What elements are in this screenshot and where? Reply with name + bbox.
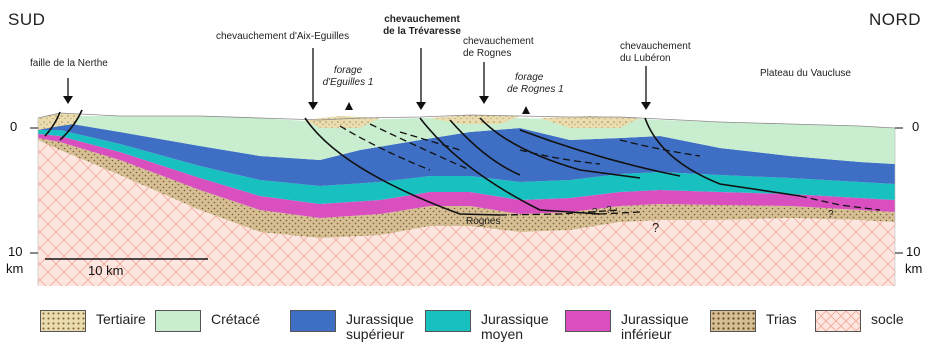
label-trevaresse-2: de la Trévaresse: [370, 26, 474, 38]
arrowhead-trevaresse: [416, 102, 426, 110]
label-trevaresse-1: chevauchement: [370, 14, 474, 26]
legend-label-trias: Trias: [766, 312, 797, 327]
legend-label-cretace: Crétacé: [211, 312, 260, 327]
arrowhead-rognes: [479, 96, 489, 104]
label-luberon-2: du Lubéron: [620, 53, 671, 65]
legend-item-socle: socle: [815, 308, 925, 334]
legend-item-tertiaire: Tertiaire: [40, 308, 160, 334]
depth-left-0: 0: [10, 119, 17, 134]
legend-item-jurassique-moyen: Jurassique moyen: [425, 308, 555, 334]
question-mark-4: ?: [652, 222, 659, 234]
label-forage-eguilles-2: d'Eguilles 1: [315, 77, 381, 89]
label-forage-eguilles-1: forage: [320, 65, 376, 77]
legend-swatch-tertiaire: [40, 310, 86, 332]
legend-item-jurassique-superieur: Jurassique supérieur: [290, 308, 420, 334]
question-mark-2: ?: [606, 205, 612, 217]
question-mark-3: ?: [828, 209, 834, 221]
legend-label-jurassique-moyen: Jurassique moyen: [481, 312, 561, 342]
borehole-eguilles-icon: [345, 102, 353, 110]
depth-right-0: 0: [912, 119, 919, 134]
legend-swatch-jurassique-superieur: [290, 310, 336, 332]
label-luberon-1: chevauchement: [620, 41, 691, 53]
legend-label-jurassique-superieur: Jurassique supérieur: [346, 312, 426, 342]
label-forage-rognes-1: forage: [515, 72, 543, 84]
label-plateau-vaucluse: Plateau du Vaucluse: [760, 68, 851, 80]
depth-left-unit: km: [6, 261, 23, 276]
label-forage-rognes-2: de Rognes 1: [507, 84, 564, 96]
arrowhead-aix: [308, 102, 318, 110]
direction-north: NORD: [869, 10, 921, 30]
borehole-rognes-icon: [522, 106, 530, 114]
legend-item-cretace: Crétacé: [155, 308, 275, 334]
arrowhead-luberon: [641, 102, 651, 110]
legend-item-trias: Trias: [710, 308, 810, 334]
depth-right-10: 10: [906, 244, 920, 259]
arrowhead-nerthe: [63, 96, 73, 104]
scale-bar-label: 10 km: [88, 263, 123, 278]
depth-left-10: 10: [8, 244, 22, 259]
legend-label-socle: socle: [871, 312, 904, 327]
label-faille-nerthe: faille de la Nerthe: [30, 58, 108, 70]
legend-label-tertiaire: Tertiaire: [96, 312, 146, 327]
legend-item-jurassique-inferieur: Jurassique inférieur: [565, 308, 695, 334]
legend-swatch-jurassique-inferieur: [565, 310, 611, 332]
legend-swatch-jurassique-moyen: [425, 310, 471, 332]
legend-swatch-socle: [815, 310, 861, 332]
depth-right-unit: km: [905, 261, 922, 276]
label-rognes-depth: Rognes: [466, 216, 500, 228]
legend-swatch-trias: [710, 310, 756, 332]
label-chevauchement-aix: chevauchement d'Aix-Eguilles: [216, 31, 349, 43]
label-rognes-1: chevauchement: [463, 36, 534, 48]
legend-swatch-cretace: [155, 310, 201, 332]
arrowheads: [63, 96, 651, 110]
label-rognes-2: de Rognes: [463, 48, 511, 60]
legend-label-jurassique-inferieur: Jurassique inférieur: [621, 312, 701, 342]
direction-south: SUD: [8, 10, 45, 30]
question-mark-1: ?: [592, 207, 598, 219]
